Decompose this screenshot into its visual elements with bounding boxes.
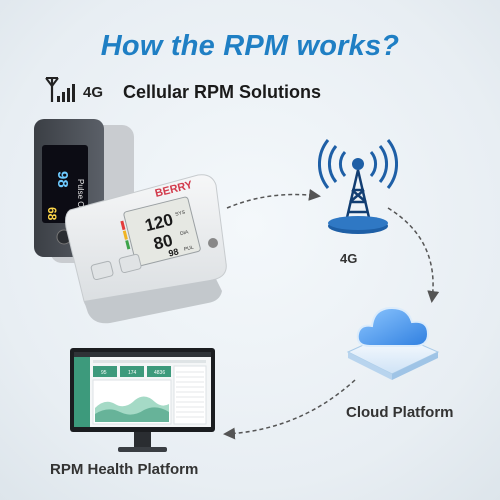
network-type-label: 4G — [83, 84, 104, 101]
oximeter-pulse-value: 68 — [45, 207, 59, 221]
dashboard-stat-cards: 95 174 4836 — [93, 366, 171, 377]
bp-dia-label: DIA — [180, 229, 190, 237]
bp-dia-value: 80 — [152, 231, 175, 254]
page-title: How the RPM works? — [100, 30, 400, 62]
cell-tower-icon — [318, 139, 398, 234]
stat-value-3: 4836 — [154, 370, 165, 376]
cloud-platform-icon — [346, 306, 440, 380]
bp-pul-label: PUL — [183, 244, 194, 252]
subtitle: Cellular RPM Solutions — [123, 82, 322, 102]
cloud-platform-label: Cloud Platform — [346, 404, 454, 421]
blood-pressure-monitor: BERRY 120 SYS 80 DIA 98 PUL — [65, 174, 227, 324]
medical-devices-image: Pulse Oximeter 98 68 BERRY 120 SYS 80 DI… — [34, 119, 227, 324]
oximeter-spo2-value: 98 — [54, 171, 71, 188]
arrow-cloud-to-platform — [223, 379, 356, 440]
health-dashboard-monitor: 95 174 4836 — [70, 348, 215, 452]
stat-value-2: 174 — [128, 370, 137, 376]
arrow-devices-to-tower — [226, 188, 321, 209]
bp-sys-label: SYS — [175, 209, 187, 217]
bp-pulse-value: 98 — [167, 246, 179, 258]
stat-value-1: 95 — [101, 370, 107, 376]
signal-antenna-icon — [45, 77, 75, 102]
rpm-health-platform-label: RPM Health Platform — [50, 461, 199, 478]
oximeter-brand-text: Pulse Oximeter — [76, 179, 85, 234]
tower-label: 4G — [340, 251, 358, 266]
